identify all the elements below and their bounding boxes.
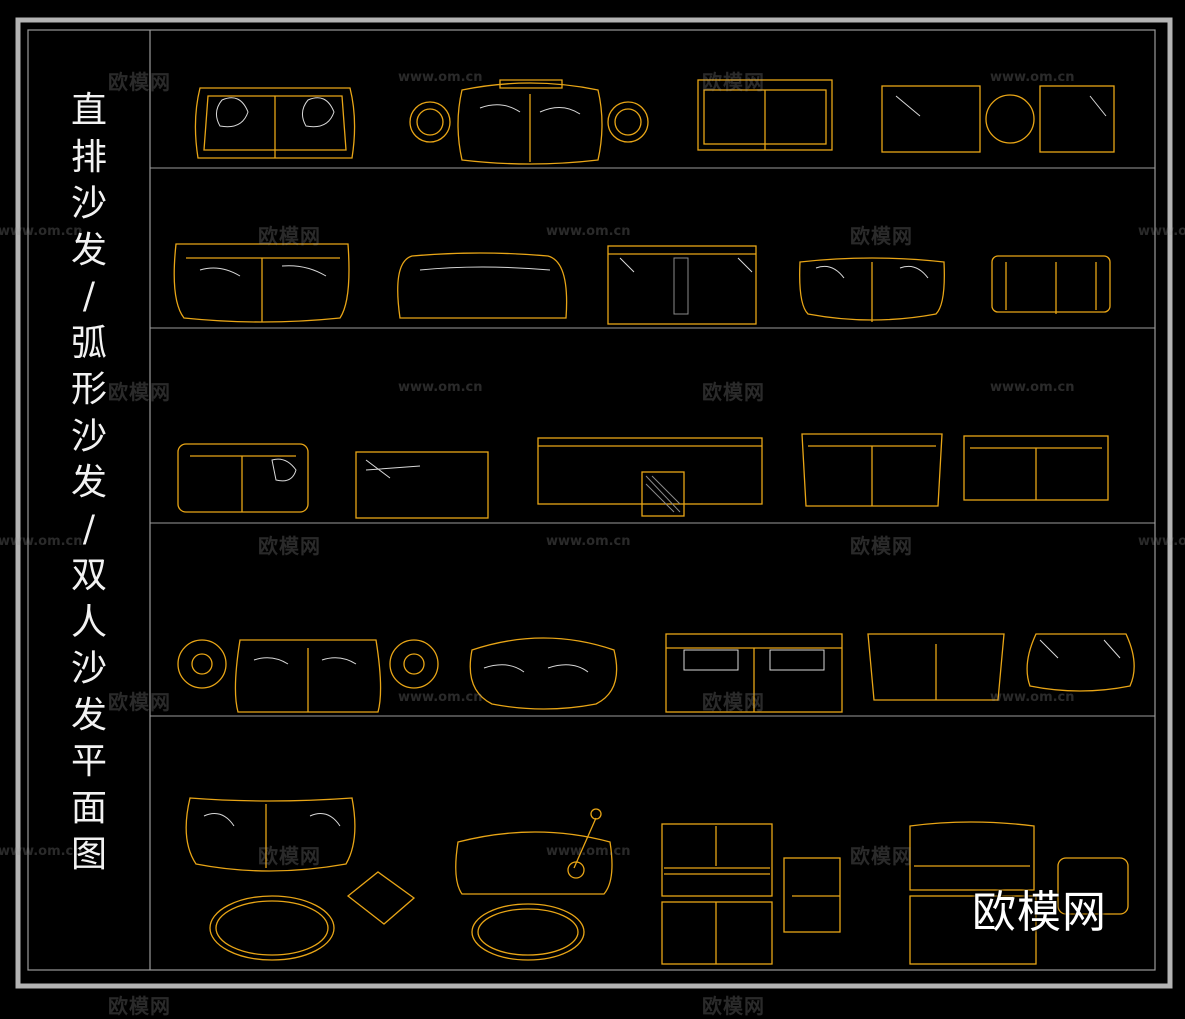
sofa-r2-5 <box>991 255 1111 314</box>
sofa-r4-1 <box>177 639 439 713</box>
sofa-r5-1 <box>185 797 416 961</box>
title-char: 人 <box>70 601 107 643</box>
sofa-r3-1 <box>177 443 309 513</box>
sofa-r2-2 <box>397 252 568 319</box>
sofa-r5-3 <box>661 823 841 965</box>
sofa-r2-1 <box>173 243 350 323</box>
title-char: 发 <box>70 229 107 271</box>
sofa-r3-3 <box>537 437 763 517</box>
title-char: 沙 <box>70 183 107 224</box>
sofa-r4-4 <box>867 633 1005 701</box>
title-char: 直 <box>70 90 107 131</box>
sofa-r1-3 <box>697 79 833 151</box>
title-char: 排 <box>70 136 107 178</box>
title-char: / <box>82 508 96 550</box>
sofa-r4-2 <box>469 637 618 710</box>
title-char: 平 <box>70 741 107 782</box>
sofa-r2-4 <box>799 257 945 322</box>
sofa-r1-1 <box>194 87 356 159</box>
sofa-r3-5 <box>963 435 1109 501</box>
brand-logo: 欧模网 <box>972 887 1107 938</box>
title-char: 沙 <box>70 415 107 457</box>
sofa-r3-4 <box>801 433 943 507</box>
title-char: 面 <box>70 787 107 829</box>
title-char: / <box>82 276 96 317</box>
sofa-r4-3 <box>665 633 843 713</box>
sofa-r2-3 <box>607 245 757 325</box>
inner-frame <box>27 29 1156 971</box>
vertical-title: 直 排 沙 发 / 弧 形 沙 发 / 双 人 沙 发 平 面 图 <box>28 32 150 968</box>
sofa-r3-2 <box>355 451 489 519</box>
title-char: 形 <box>70 369 107 410</box>
sofa-r4-5 <box>1026 633 1135 692</box>
title-char: 沙 <box>70 648 107 689</box>
title-char: 弧 <box>70 322 107 364</box>
outer-frame <box>15 17 1173 989</box>
sofa-r1-4 <box>881 85 1115 153</box>
sofa-r5-2 <box>455 808 613 961</box>
title-char: 发 <box>70 462 107 503</box>
title-char: 图 <box>70 834 107 875</box>
title-char: 双 <box>70 555 107 596</box>
sofa-r1-2 <box>409 79 649 165</box>
sofa-r5-4 <box>909 821 1129 965</box>
title-char: 发 <box>70 694 107 736</box>
